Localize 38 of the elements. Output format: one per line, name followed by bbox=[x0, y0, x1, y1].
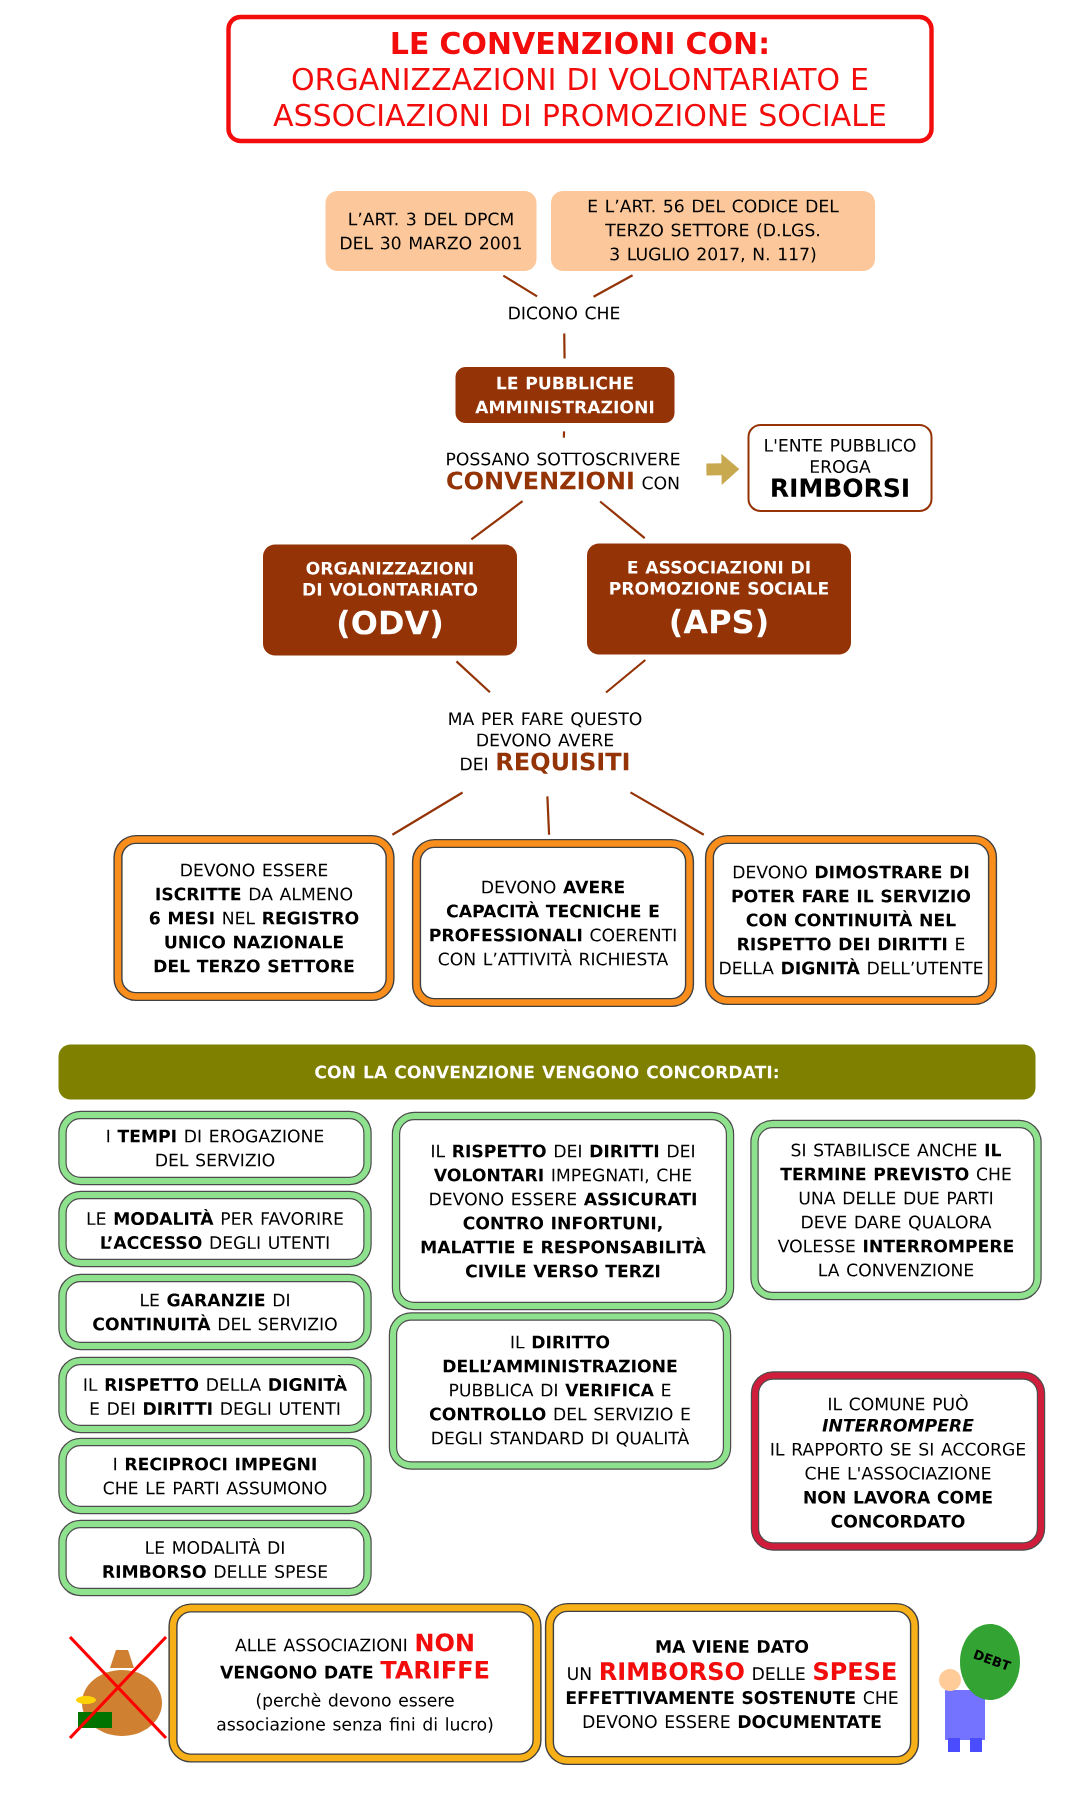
agreement-box: LE MODALITÀ PER FAVORIRE L’ACCESSO DEGLI UTENTI bbox=[58, 1190, 372, 1268]
note-box: L'ENTE PUBBLICO EROGA RIMBORSI bbox=[747, 424, 933, 512]
connector-text: POSSANO SOTTOSCRIVERE CONVENZIONI CON bbox=[447, 452, 680, 490]
agreement-box: IL RISPETTO DEI DIRITTI DEI VOLONTARI IMPEGNATI, CHE DEVONO ESSERE ASSICURATI CONTRO INFORTUNI, MALATTIE E RESPONSABILITÀ CIVILE VERSO TERZI bbox=[391, 1111, 735, 1311]
connector-line bbox=[391, 791, 464, 836]
note-box: ALLE ASSOCIAZIONI NON VENGONO DATE TARIFFE (perchè devono essere associazione senza fini di lucro) bbox=[168, 1603, 542, 1763]
connector-line bbox=[546, 796, 551, 835]
connector-line bbox=[562, 431, 566, 438]
heading-box: LE PUBBLICHE AMMINISTRAZIONI bbox=[455, 367, 675, 423]
connector-line bbox=[629, 791, 705, 836]
agreement-box: I RECIPROCI IMPEGNI CHE LE PARTI ASSUMONO bbox=[58, 1437, 372, 1515]
heading-box: E ASSOCIAZIONI DI PROMOZIONE SOCIALE (APS) bbox=[587, 543, 851, 655]
connector-text: MA PER FARE QUESTO DEVONO AVERE DEI REQUISITI bbox=[449, 712, 642, 774]
warning-box: IL COMUNE PUÒ INTERROMPERE IL RAPPORTO SE SI ACCORGE CHE L'ASSOCIAZIONE NON LAVORA COME CONCORDATO bbox=[750, 1371, 1046, 1551]
agreement-box: IL DIRITTO DELL’AMMINISTRAZIONE PUBBLICA DI VERIFICA E CONTROLLO DEL SERVIZIO E DEGLI STANDARD DI QUALITÀ bbox=[388, 1312, 732, 1470]
connector-line bbox=[563, 333, 566, 359]
connector-line bbox=[605, 659, 646, 694]
heading-box: ORGANIZZAZIONI DI VOLONTARIATO (ODV) bbox=[263, 544, 517, 656]
agreement-box: IL RISPETTO DELLA DIGNITÀ E DEI DIRITTI DEGLI UTENTI bbox=[58, 1356, 372, 1434]
connector-line bbox=[593, 274, 634, 298]
reference-box: L’ART. 3 DEL DPCM DEL 30 MARZO 2001 bbox=[325, 191, 537, 271]
agreement-box: LE GARANZIE DI CONTINUITÀ DEL SERVIZIO bbox=[58, 1273, 372, 1351]
connector-line bbox=[470, 500, 524, 541]
requirement-box: DEVONO ESSERE ISCRITTE DA ALMENO 6 MESI NEL REGISTRO UNICO NAZIONALE DEL TERZO SETTORE bbox=[113, 834, 395, 1002]
agreement-box: SI STABILISCE ANCHE IL TERMINE PREVISTO CHE UNA DELLE DUE PARTI DEVE DARE QUALORA VOLESSE INTERROMPERE LA CONVENZIONE bbox=[750, 1119, 1042, 1301]
reference-box: E L’ART. 56 DEL CODICE DEL TERZO SETTORE (D.LGS. 3 LUGLIO 2017, N. 117) bbox=[551, 191, 875, 271]
sack-label: DEBT bbox=[973, 1649, 1012, 1670]
section-banner: CON LA CONVENZIONE VENGONO CONCORDATI: bbox=[58, 1044, 1036, 1100]
title-box: LE CONVENZIONI CON: ORGANIZZAZIONI DI VOLONTARIATO E ASSOCIAZIONI DI PROMOZIONE SOCIALE bbox=[226, 14, 934, 144]
connector-text: DICONO CHE bbox=[509, 306, 620, 320]
connector-line bbox=[455, 660, 491, 693]
connector-line bbox=[502, 274, 538, 298]
agreement-box: I TEMPI DI EROGAZIONE DEL SERVIZIO bbox=[58, 1110, 372, 1186]
note-box: MA VIENE DATO UN RIMBORSO DELLE SPESE EFFETTIVAMENTE SOSTENUTE CHE DEVONO ESSERE DOCUMENTATE bbox=[544, 1602, 920, 1766]
connector-line bbox=[599, 500, 646, 539]
agreement-box: LE MODALITÀ DI RIMBORSO DELLE SPESE bbox=[58, 1519, 372, 1597]
requirement-box: DEVONO AVERE CAPACITÀ TECNICHE E PROFESSIONALI COERENTI CON L’ATTIVITÀ RICHIESTA bbox=[411, 838, 695, 1008]
requirement-box: DEVONO DIMOSTRARE DI POTER FARE IL SERVIZIO CON CONTINUITÀ NEL RISPETTO DEI DIRITTI E DELLA DIGNITÀ DELL’UTENTE bbox=[704, 834, 998, 1006]
